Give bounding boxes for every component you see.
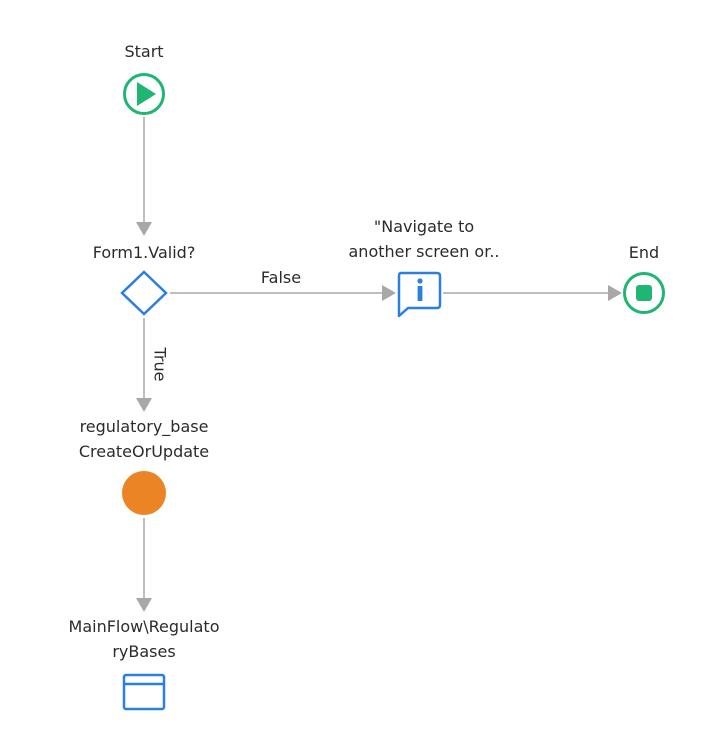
arrowheads <box>136 222 622 612</box>
aggregate-label-line2: CreateOrUpdate <box>78 442 210 461</box>
message-node[interactable] <box>397 271 442 318</box>
destination-label-line1: MainFlow\Regulato <box>68 617 220 636</box>
arrowhead-right-2 <box>608 285 622 301</box>
if-node[interactable] <box>120 270 168 316</box>
start-node[interactable] <box>123 73 165 115</box>
if-node-label: Form1.Valid? <box>92 243 196 262</box>
end-node[interactable] <box>623 272 665 314</box>
play-icon <box>137 82 156 106</box>
destination-node[interactable] <box>122 673 166 711</box>
end-label: End <box>628 243 660 262</box>
info-dot <box>417 278 423 284</box>
start-label: Start <box>124 42 164 61</box>
aggregate-label-line1: regulatory_base <box>79 417 209 436</box>
false-branch-label: False <box>260 268 302 287</box>
destination-label-line2: ryBases <box>112 642 176 661</box>
screen-window-icon <box>122 673 166 711</box>
arrowhead-right-1 <box>382 285 396 301</box>
arrowhead-down-1 <box>136 222 152 236</box>
diamond-icon <box>120 270 168 316</box>
aggregate-node[interactable] <box>122 471 166 515</box>
message-label-line1: "Navigate to <box>373 217 475 236</box>
message-label-line2: another screen or.. <box>348 242 500 261</box>
message-label: "Navigate to another screen or.. <box>314 214 534 264</box>
action-circle-icon <box>122 471 166 515</box>
arrowhead-down-3 <box>136 598 152 612</box>
stop-icon <box>636 285 652 301</box>
info-stem <box>417 286 423 301</box>
arrowhead-down-2 <box>136 398 152 412</box>
aggregate-label: regulatory_base CreateOrUpdate <box>40 414 248 464</box>
destination-label: MainFlow\Regulato ryBases <box>40 614 248 664</box>
connectors <box>143 117 608 598</box>
true-branch-label: True <box>150 347 170 382</box>
